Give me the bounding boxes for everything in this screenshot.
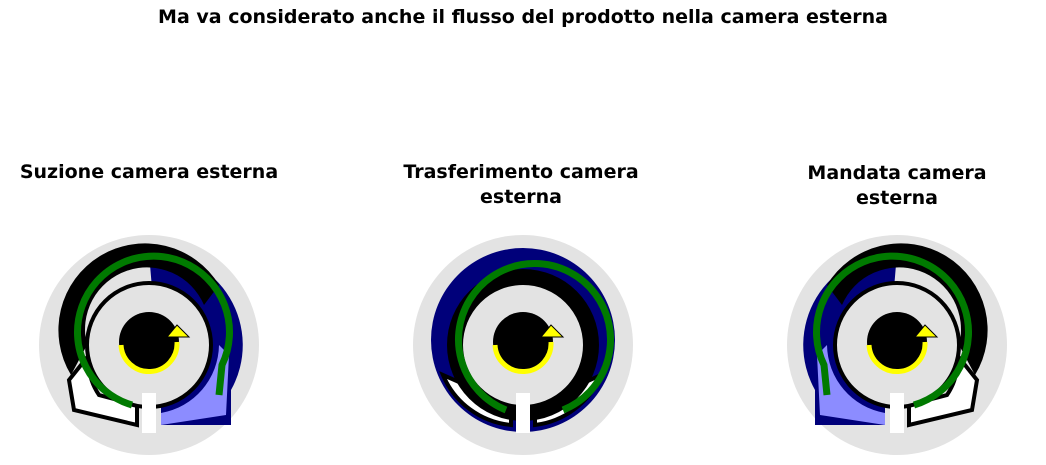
pump-diagram-delivery [777, 225, 1017, 465]
rotor-center [493, 312, 553, 372]
rotation-arrow [866, 341, 928, 374]
flow-arrow [455, 260, 614, 414]
light-product [161, 345, 229, 425]
rotation-arrowhead [539, 324, 565, 338]
label-delivery: Mandata camera esterna [807, 162, 987, 209]
rotation-arrowhead [165, 324, 191, 338]
outlet-slot [516, 393, 530, 433]
pump-diagram-suction [29, 225, 269, 465]
rotation-arrow [118, 341, 180, 374]
flow-arrow [813, 252, 972, 409]
label-transfer: Trasferimento camera esterna [403, 161, 639, 208]
rotation-arrow [492, 341, 554, 374]
slide-title: Ma va considerato anche il flusso del pr… [158, 6, 888, 28]
light-product [817, 345, 885, 425]
rotor-center [867, 312, 927, 372]
flow-arrow [74, 252, 233, 409]
label-suction: Suzione camera esterna [19, 161, 279, 183]
outlet-slot [890, 393, 904, 433]
pump-diagram-transfer [403, 225, 643, 465]
rotation-arrowhead [913, 324, 939, 338]
rotor-center [119, 312, 179, 372]
outlet-slot [142, 393, 156, 433]
